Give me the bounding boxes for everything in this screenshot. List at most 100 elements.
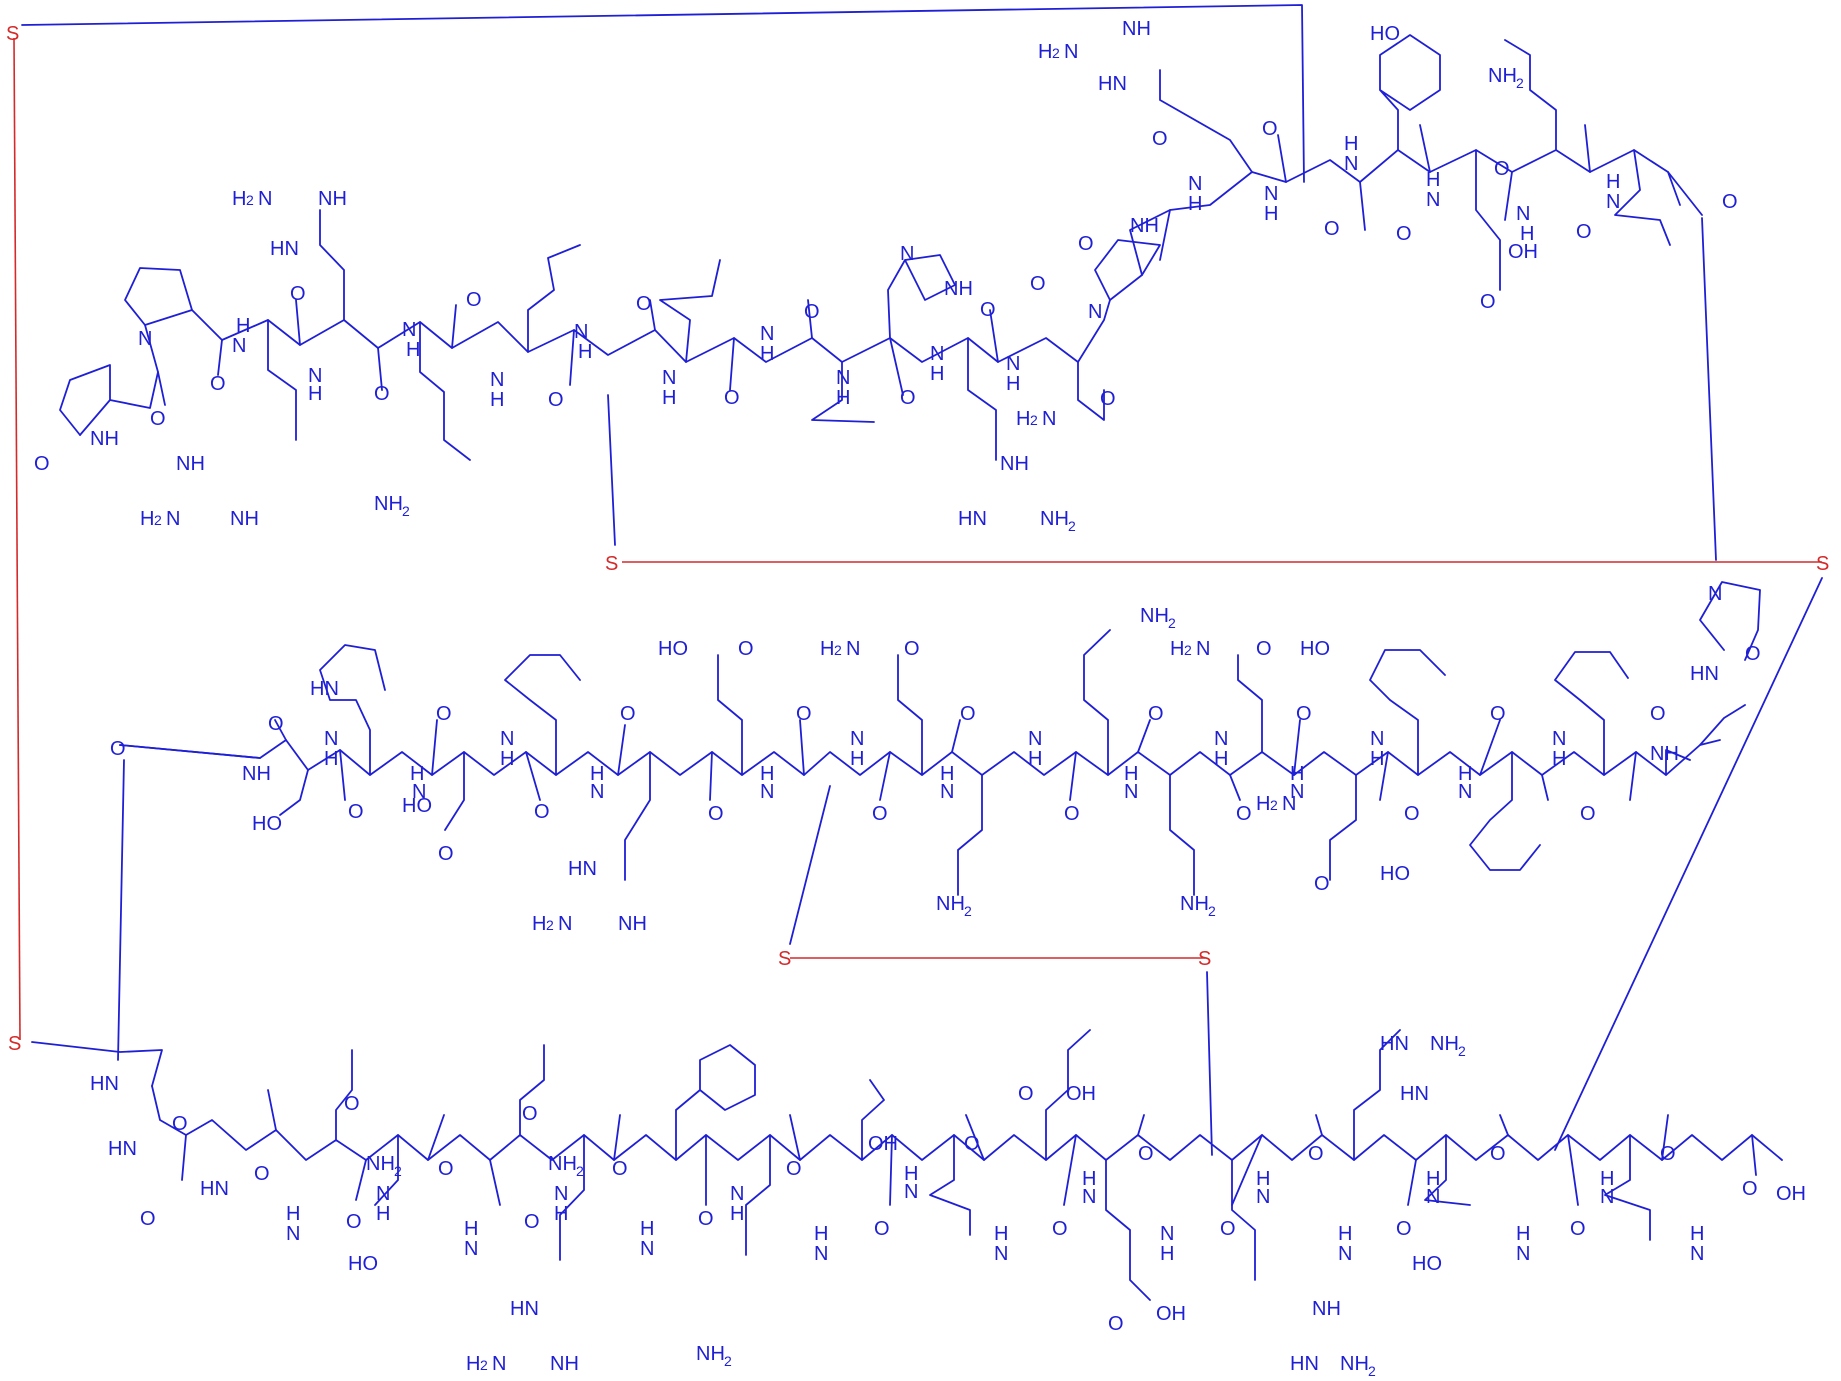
row1-backbone [59, 34, 1703, 461]
nitrogen-atom: N [1370, 728, 1384, 750]
sulfur-atom: S [6, 23, 19, 45]
amide-h-label: H [286, 1203, 300, 1225]
amide-h-label: H [1606, 171, 1620, 193]
oxygen-atom: O [1148, 703, 1164, 725]
amine-nh2-label: NH [936, 893, 965, 915]
amine-nh2-label: 2 [1068, 518, 1076, 534]
oxygen-atom: O [1314, 873, 1330, 895]
oxygen-atom: O [874, 1218, 890, 1240]
oxygen-atom: O [348, 801, 364, 823]
amine-h2n-label: H [1170, 638, 1184, 660]
amide-nh-label: NH [550, 1353, 579, 1375]
nitrogen-atom: N [500, 728, 514, 750]
asp-sidechain-2 [444, 751, 465, 831]
oxygen-atom: O [786, 1158, 802, 1180]
asn-sidechain-3 [335, 1049, 353, 1141]
lys-sidechain-2 [1504, 39, 1557, 151]
asn-sidechain-2 [1329, 774, 1357, 881]
amide-nh-label: NH [944, 278, 973, 300]
amine-h2n-label: 2 [1184, 642, 1192, 658]
oxygen-atom: O [636, 293, 652, 315]
oxygen-atom: O [438, 843, 454, 865]
oxygen-atom: O [698, 1208, 714, 1230]
oxygen-atom: O [1236, 803, 1252, 825]
oxygen-atom: O [1490, 703, 1506, 725]
amine-h2n-label: H [1016, 408, 1030, 430]
nitrogen-atom: N [376, 1183, 390, 1205]
amine-nh2-label: NH [1140, 605, 1169, 627]
nitrogen-atom: N [138, 328, 152, 350]
ser-sidechain-1 [279, 769, 309, 816]
oxygen-atom: O [1490, 1143, 1506, 1165]
nitrogen-atom: N [1426, 1186, 1440, 1208]
amine-nh2-label: 2 [1208, 903, 1216, 919]
oxygen-atom: O [1152, 128, 1168, 150]
hydroxyl-ho-label: HO [252, 813, 282, 835]
nitrogen-atom: N [836, 367, 850, 389]
nitrogen-atom: N [1124, 781, 1138, 803]
amide-h-label: H [406, 339, 420, 361]
amide-nh-label: NH [90, 428, 119, 450]
oxygen-atom: O [708, 803, 724, 825]
amide-h-label: H [1028, 748, 1042, 770]
amide-h-label: H [1600, 1168, 1614, 1190]
disulfide-bond-left [13, 37, 21, 1041]
tyr-sidechain-3 [1469, 751, 1541, 871]
oxygen-atom: O [804, 301, 820, 323]
amide-h-label: H [760, 343, 774, 365]
arg-sidechain-8 [1353, 1029, 1401, 1161]
amine-nh2-label: NH [1488, 65, 1517, 87]
proline-ring-2 [1094, 239, 1161, 301]
amine-h2n-label: H [820, 638, 834, 660]
nitrogen-atom: N [1282, 793, 1296, 815]
amide-h-label: H [1520, 223, 1534, 245]
ile-sidechain-3 [929, 1134, 971, 1236]
row1-atom-labels: O NH O N O H N O N H NH H 2 N NH H 2 N N… [34, 18, 1738, 534]
oxygen-atom: O [796, 703, 812, 725]
amide-nh-label: NH [618, 913, 647, 935]
ala-sidechain [1665, 749, 1691, 776]
nitrogen-atom: N [1256, 1186, 1270, 1208]
carbonyl-bonds [157, 124, 1757, 1206]
thr-sidechain-1 [861, 1079, 885, 1161]
hydroxyl-oh-label: OH [1776, 1183, 1806, 1205]
nitrogen-atom: N [1290, 781, 1304, 803]
ser-sidechain-2 [374, 1134, 399, 1206]
oxygen-atom: O [738, 638, 754, 660]
oxygen-atom: O [1580, 803, 1596, 825]
asp-sidechain-1 [1475, 149, 1501, 291]
hydroxyl-oh-label: OH [1508, 241, 1538, 263]
amide-h-label: H [1264, 203, 1278, 225]
cys-sidechain-row2 [789, 785, 831, 945]
amide-h-label: H [376, 1203, 390, 1225]
hydroxyl-ho-label: HO [402, 795, 432, 817]
oxygen-atom: O [150, 408, 166, 430]
amide-h-label: H [1338, 1223, 1352, 1245]
amine-h2n-label: 2 [1052, 45, 1060, 61]
nitrogen-atom: N [1088, 301, 1102, 323]
nitrogen-atom: N [590, 781, 604, 803]
amine-h2n-label: 2 [246, 192, 254, 208]
oxygen-atom: O [268, 713, 284, 735]
nitrogen-atom: N [940, 781, 954, 803]
amide-nh-label: NH [242, 763, 271, 785]
amide-hn-label: HN [568, 858, 597, 880]
amide-h-label: H [308, 383, 322, 405]
oxygen-atom: O [872, 803, 888, 825]
oxygen-atom: O [1324, 218, 1340, 240]
nitrogen-atom: N [166, 508, 180, 530]
trp-sidechain [319, 644, 386, 776]
oxygen-atom: O [1138, 1143, 1154, 1165]
nitrogen-atom: N [760, 781, 774, 803]
glu-sidechain-1 [717, 654, 743, 776]
amine-nh2-label: 2 [402, 503, 410, 519]
nitrogen-atom: N [994, 1243, 1008, 1265]
oxygen-atom: O [1742, 1178, 1758, 1200]
amine-nh2-label: NH [1430, 1033, 1459, 1055]
amine-h2n-label: H [532, 913, 546, 935]
amine-h2n-label: H [232, 188, 246, 210]
amide-h-label: H [236, 315, 250, 337]
row2-atom-labels: O NH O HO N H HN O H N O HO O N H O H N … [110, 583, 1761, 935]
amide-h-label: H [994, 1223, 1008, 1245]
hydroxyl-ho-label: HO [658, 638, 688, 660]
